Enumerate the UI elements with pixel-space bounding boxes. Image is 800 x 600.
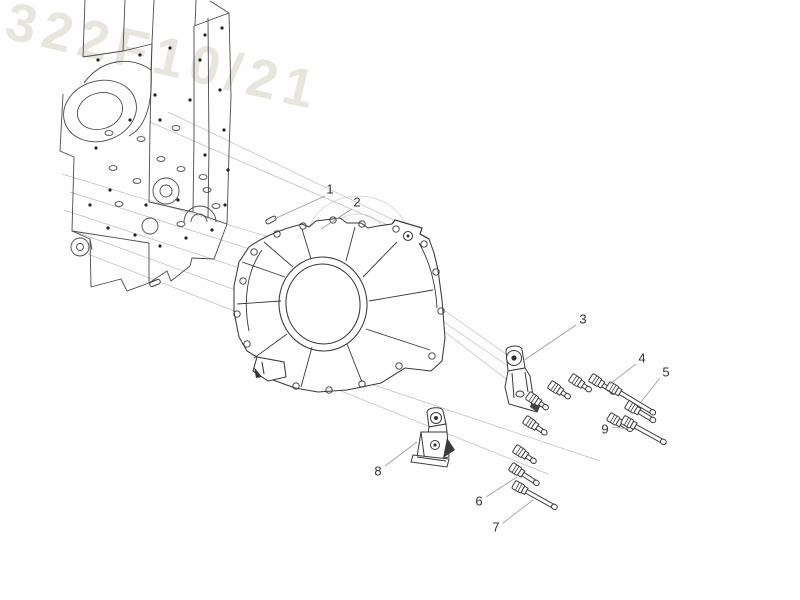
callout-number-7: 7 <box>492 520 499 535</box>
callout-leader-2 <box>320 208 353 230</box>
callout-leader-4 <box>609 363 637 385</box>
housing-bolt-bosses <box>233 216 445 394</box>
callout-leader-7 <box>502 499 534 524</box>
bolt <box>511 480 558 511</box>
projection-line <box>167 111 399 223</box>
callouts: 1 2 3 4 5 67 8 9 <box>273 182 670 535</box>
callout-leader-6 <box>485 476 518 498</box>
bolts <box>508 373 667 511</box>
callout-number-8: 8 <box>374 464 381 479</box>
callout-leader-9 <box>611 426 630 430</box>
callout-number-2: 2 <box>353 195 360 210</box>
bolt <box>605 381 657 416</box>
callout-leader-3 <box>522 324 577 362</box>
bolt <box>508 462 540 487</box>
housing-foot <box>252 356 287 382</box>
callout-leader-5 <box>640 377 661 403</box>
callout-leader-8 <box>384 441 418 467</box>
callout-number-6: 6 <box>475 494 482 509</box>
block-small-holes <box>104 125 221 227</box>
dowel-pin <box>265 215 277 225</box>
callout-leader-1 <box>273 195 326 220</box>
housing-lug <box>391 219 430 242</box>
engine-block <box>59 0 232 292</box>
projection-line <box>437 317 509 367</box>
flywheel-housing <box>233 216 446 394</box>
callout-number-5: 5 <box>662 365 669 380</box>
projection-line <box>149 121 391 227</box>
callout-number-3: 3 <box>579 312 586 327</box>
callout-number-1: 1 <box>326 182 333 197</box>
dowel-pin <box>149 278 161 288</box>
dowel-pins <box>149 215 277 288</box>
bolt <box>522 415 548 436</box>
projection-line <box>433 302 507 355</box>
bolt <box>624 400 657 424</box>
mounting-bracket-left <box>410 407 455 468</box>
bolt <box>568 373 592 393</box>
block-bolt-dots <box>88 26 230 248</box>
bolt <box>512 444 537 464</box>
callout-number-4: 4 <box>638 351 645 366</box>
housing-ribs <box>236 226 438 388</box>
callout-number-9: 9 <box>601 422 608 437</box>
bolt <box>525 391 549 411</box>
bolt <box>620 415 667 446</box>
bolt <box>547 380 571 400</box>
